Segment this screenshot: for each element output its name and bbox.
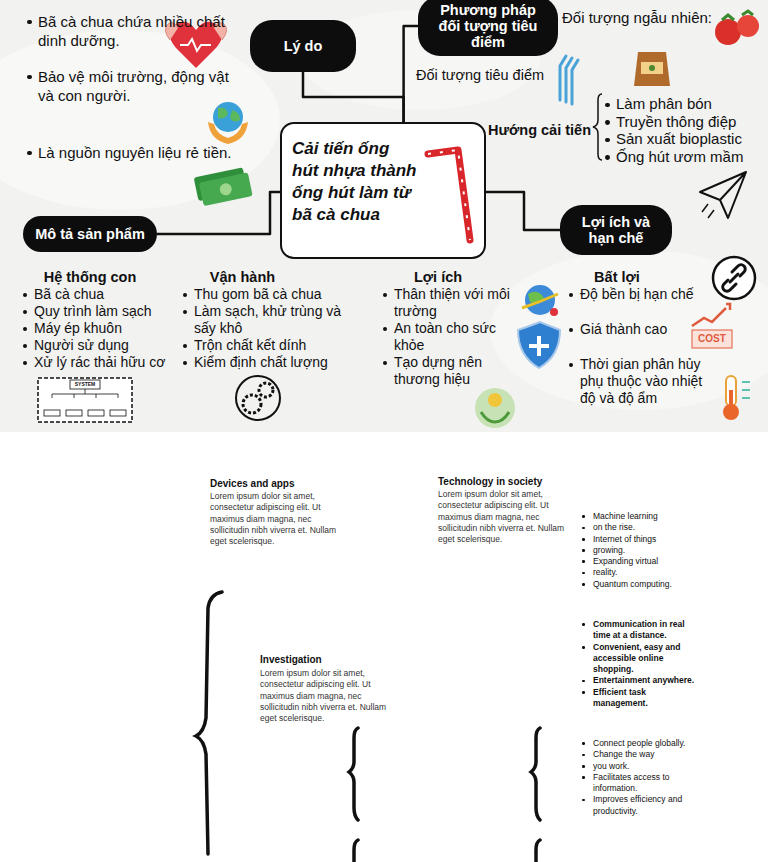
text-column: Đối tượng ngẫu nhiên: — [562, 8, 722, 27]
bullet-item: Communication in real time at a distance… — [579, 619, 701, 642]
bullet-item: Machine learning — [579, 511, 709, 522]
text-column: Giá thành cao — [566, 321, 691, 338]
bullet-item: Sản xuất bioplastic — [602, 130, 762, 148]
bullet-item: Giá thành cao — [566, 321, 691, 338]
branch-connector — [157, 192, 280, 234]
bullet-item: Thời gian phân hủy phụ thuộc vào nhiệt đ… — [566, 356, 716, 407]
central-topic-box: Cải tiến ống hút nhựa thành ống hút làm … — [280, 122, 486, 259]
text-column: Machine learningon the rise.Internet of … — [579, 511, 709, 590]
bullet-item: Kiểm định chất lượng — [180, 354, 348, 371]
text-label: Lorem ipsum dolor sit amet, consectetur … — [438, 489, 570, 545]
bullet-item: Expanding virtual — [579, 556, 709, 567]
bullet-item: Người sử dụng — [20, 337, 180, 354]
bullet-item: Tạo dựng nên thương hiệu — [380, 354, 520, 388]
bullet-item: you work. — [579, 761, 701, 772]
text-label: Lorem ipsum dolor sit amet, consectetur … — [260, 668, 392, 724]
bullet-item: Internet of things — [579, 534, 709, 545]
node-text: Lý do — [284, 38, 323, 54]
text-column: Là nguồn nguyên liệu rẻ tiền. — [24, 143, 254, 162]
branch-connector — [303, 72, 404, 122]
branch-pill: Lý do — [250, 20, 356, 72]
bullet-item: reality. — [579, 567, 709, 578]
bullet-item: Máy ép khuôn — [20, 320, 180, 337]
text-column: Bảo vệ môi trường, động vật và con người… — [24, 67, 239, 105]
text-label: Đối tượng tiêu điểm — [416, 66, 556, 84]
bullet-item: Thân thiện với môi trường — [380, 286, 520, 320]
text-column: Lợi ích — [378, 268, 498, 286]
heading-label: Hướng cải tiến — [488, 121, 598, 139]
text-column: Bã cà chua chứa nhiều chất dinh dưỡng. — [24, 12, 234, 50]
text-column: Thân thiện với môi trườngAn toàn cho sức… — [380, 286, 520, 388]
branch-connector — [404, 26, 418, 122]
bullet-item: Xử lý rác thải hữu cơ — [20, 354, 180, 371]
text-column: Đối tượng tiêu điểm — [416, 66, 556, 84]
bullet-item: Ống hút ươm mầm — [602, 148, 762, 166]
bullet-item: Quy trình làm sạch — [20, 303, 180, 320]
bullet-item: Độ bền bị hạn chế — [566, 286, 711, 303]
bullet-item: growing. — [579, 545, 709, 556]
bullet-item: Trộn chất kết dính — [180, 337, 348, 354]
text-column: Vận hành — [180, 268, 305, 286]
heading-label: Lợi ích — [378, 268, 498, 286]
text-column: Connect people globally.Change the wayyo… — [579, 738, 701, 817]
bullet-item: Làm sạch, khử trùng và sấy khô — [180, 303, 348, 337]
bullet-item: Làm phân bón — [602, 95, 762, 113]
node-text: Mô tả sản phẩm — [35, 226, 145, 242]
text-column: Devices and apps — [210, 477, 370, 490]
heading-label: Technology in society — [438, 475, 598, 488]
node-text: Lợi ích và hạn chế — [570, 214, 662, 246]
bullet-item: Efficient task management. — [579, 687, 701, 710]
bullet-item: Improves efficiency and productivity. — [579, 794, 701, 817]
heading-label: Devices and apps — [210, 477, 370, 490]
text-column: Investigation — [260, 653, 420, 666]
text-column: Technology in society — [438, 475, 598, 488]
text-column: Làm phân bónTruyền thông điệpSản xuất bi… — [602, 95, 762, 165]
text-column: Lorem ipsum dolor sit amet, consectetur … — [210, 491, 342, 547]
text-column: SYSTEM — [70, 381, 100, 387]
text-label: Đối tượng ngẫu nhiên: — [562, 8, 722, 27]
bullet-item: Connect people globally. — [579, 738, 701, 749]
bullet-item: Bảo vệ môi trường, động vật và con người… — [24, 67, 239, 105]
text-column: Độ bền bị hạn chế — [566, 286, 711, 303]
bullet-item: Convenient, easy and accessible online s… — [579, 642, 701, 676]
bullet-item: Bã cà chua — [20, 286, 180, 303]
bullet-item: on the rise. — [579, 522, 709, 533]
branch-pill: Mô tả sản phẩm — [23, 216, 157, 252]
bullet-item: An toàn cho sức khỏe — [380, 320, 520, 354]
bullet-item: Entertainment anywhere. — [579, 675, 701, 686]
text-column: Lorem ipsum dolor sit amet, consectetur … — [260, 668, 392, 724]
text-label: Lorem ipsum dolor sit amet, consectetur … — [210, 491, 342, 547]
heading-label: Investigation — [260, 653, 420, 666]
bullet-item: Thu gom bã cà chua — [180, 286, 348, 303]
text-column: Bất lợi — [572, 268, 662, 286]
text-column: Thời gian phân hủy phụ thuộc vào nhiệt đ… — [566, 356, 716, 407]
branch-connector — [486, 192, 560, 230]
text-column: Lorem ipsum dolor sit amet, consectetur … — [438, 489, 570, 545]
bullet-item: Facilitates access to information. — [579, 772, 701, 795]
heading-label: Bất lợi — [572, 268, 662, 286]
bullet-item: Bã cà chua chứa nhiều chất dinh dưỡng. — [24, 12, 234, 50]
text-column: Bã cà chuaQuy trình làm sạchMáy ép khuôn… — [20, 286, 180, 371]
heading-label: Vận hành — [180, 268, 305, 286]
bullet-item: Quantum computing. — [579, 579, 709, 590]
heading-label: COST — [692, 333, 732, 345]
text-column: COST — [692, 333, 732, 345]
heading-label: SYSTEM — [70, 381, 100, 387]
node-text: Cải tiến ống hút nhựa thành ống hút làm … — [292, 138, 420, 226]
text-column: Hệ thống con — [20, 268, 160, 286]
bullet-item: Truyền thông điệp — [602, 113, 762, 131]
heading-label: Hệ thống con — [20, 268, 160, 286]
node-text: Phương pháp đối tượng tiêu điểm — [428, 2, 548, 50]
bullet-item: Là nguồn nguyên liệu rẻ tiền. — [24, 143, 254, 162]
bullet-item: Change the way — [579, 749, 701, 760]
branch-pill: Phương pháp đối tượng tiêu điểm — [418, 0, 558, 56]
branch-pill: Lợi ích và hạn chế — [560, 205, 672, 255]
text-column: Hướng cải tiến — [488, 121, 598, 139]
text-column: Thu gom bã cà chuaLàm sạch, khử trùng và… — [180, 286, 348, 371]
text-column: Communication in real time at a distance… — [579, 619, 701, 709]
